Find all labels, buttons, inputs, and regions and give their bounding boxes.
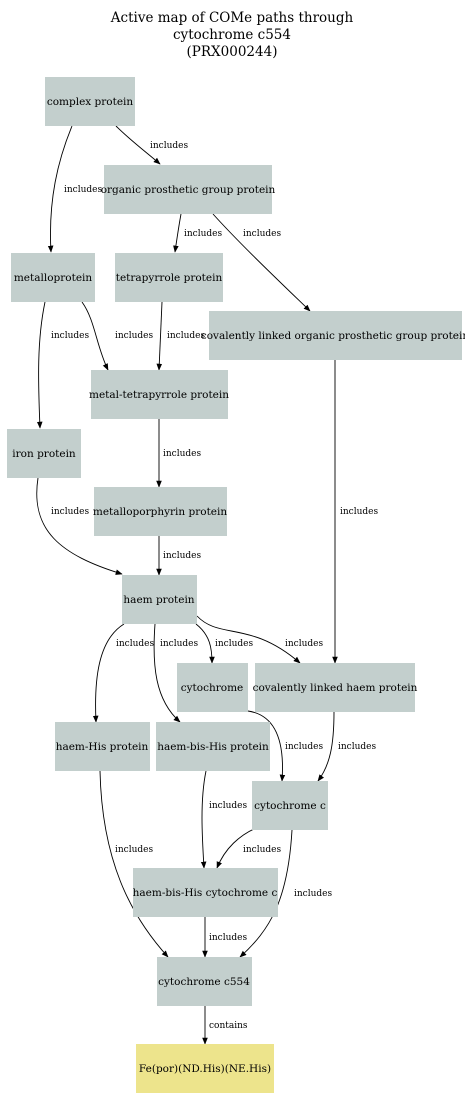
node-cytochrome[interactable]: cytochrome xyxy=(177,663,248,712)
edge-label-organic-to-covalent-ogp: includes xyxy=(243,229,281,239)
edge-haem-to-haembishis xyxy=(153,623,181,723)
edge-label-complex-to-metallo: includes xyxy=(64,185,102,195)
node-metalloporphyrin-protein[interactable]: metalloporphyrin protein xyxy=(93,487,227,536)
node-label: haem protein xyxy=(123,594,194,606)
node-label: haem-His protein xyxy=(56,741,149,753)
node-covalently-linked-haem-protein[interactable]: covalently linked haem protein xyxy=(253,663,418,712)
title-line-3: (PRX000244) xyxy=(187,44,278,60)
node-label: iron protein xyxy=(12,448,76,460)
node-label: cytochrome c xyxy=(254,800,326,812)
edge-haem-to-covalent-haem xyxy=(196,615,301,664)
title-line-2: cytochrome c554 xyxy=(173,27,291,43)
edge-organic-to-covalent-ogp xyxy=(212,213,311,312)
edge-metallo-to-metaltetra xyxy=(81,301,109,371)
node-iron-protein[interactable]: iron protein xyxy=(7,429,81,478)
edges: includes includes includes includes incl… xyxy=(36,125,378,1045)
node-tetrapyrrole-protein[interactable]: tetrapyrrole protein xyxy=(115,253,223,302)
node-label: complex protein xyxy=(47,96,134,108)
node-metal-tetrapyrrole-protein[interactable]: metal-tetrapyrrole protein xyxy=(89,370,229,419)
edge-label-metallo-to-iron: includes xyxy=(51,331,89,341)
node-label: tetrapyrrole protein xyxy=(116,272,223,284)
node-haem-his-protein[interactable]: haem-His protein xyxy=(55,722,150,771)
edge-label-metaltetra-to-porphyrin: includes xyxy=(163,449,201,459)
edge-label-tetrapyrrole-to-metaltetra: includes xyxy=(167,331,205,341)
nodes: complex protein organic prosthetic group… xyxy=(7,77,465,1093)
edge-tetrapyrrole-to-metaltetra xyxy=(156,301,163,371)
node-metalloprotein[interactable]: metalloprotein xyxy=(11,253,95,302)
edge-haem-to-haemhis xyxy=(92,623,125,723)
edge-label-cytochrome-to-cytc: includes xyxy=(285,742,323,752)
node-haem-protein[interactable]: haem protein xyxy=(122,575,197,624)
title-line-1: Active map of COMe paths through xyxy=(110,10,354,26)
edge-label-cytc-to-c554: includes xyxy=(294,889,332,899)
edge-label-c554-to-fepor: contains xyxy=(209,1021,248,1031)
node-fe-por-nd-his-ne-his[interactable]: Fe(por)(ND.His)(NE.His) xyxy=(136,1044,274,1093)
node-label: Fe(por)(ND.His)(NE.His) xyxy=(139,1063,271,1075)
edge-haem-to-cytochrome xyxy=(195,623,215,664)
edge-label-bishiscytc-to-c554: includes xyxy=(209,933,247,943)
edge-label-covalent-haem-to-cytc: includes xyxy=(338,742,376,752)
edge-label-iron-to-haem: includes xyxy=(51,507,89,517)
edge-label-haembishis-to-bishiscytc: includes xyxy=(209,801,247,811)
edge-label-haem-to-haemhis: includes xyxy=(116,639,154,649)
node-label: covalently linked haem protein xyxy=(253,682,418,694)
node-haem-bis-his-cytochrome-c[interactable]: haem-bis-His cytochrome c xyxy=(133,868,278,917)
node-label: covalently linked organic prosthetic gro… xyxy=(201,330,465,342)
node-haem-bis-his-protein[interactable]: haem-bis-His protein xyxy=(156,722,270,771)
node-cytochrome-c[interactable]: cytochrome c xyxy=(252,781,328,830)
node-label: metalloporphyrin protein xyxy=(93,506,227,518)
edge-label-porphyrin-to-haem: includes xyxy=(163,551,201,561)
edge-label-cytc-to-bishiscytc: includes xyxy=(243,845,281,855)
node-label: organic prosthetic group protein xyxy=(101,184,276,196)
node-cytochrome-c554[interactable]: cytochrome c554 xyxy=(157,957,252,1006)
node-complex-protein[interactable]: complex protein xyxy=(45,77,135,126)
edge-haemhis-to-c554 xyxy=(99,770,169,958)
node-label: metalloprotein xyxy=(14,272,93,284)
edge-label-haemhis-to-c554: includes xyxy=(115,845,153,855)
node-covalently-linked-organic-prosthetic-group-protein[interactable]: covalently linked organic prosthetic gro… xyxy=(201,311,465,360)
diagram-title: Active map of COMe paths through cytochr… xyxy=(110,10,354,60)
node-label: metal-tetrapyrrole protein xyxy=(89,389,229,401)
edge-label-covalent-ogp-to-covalent-haem: includes xyxy=(340,507,378,517)
edge-label-metallo-to-metaltetra: includes xyxy=(115,331,153,341)
edge-label-haem-to-cytochrome: includes xyxy=(215,639,253,649)
edge-label-complex-to-organic: includes xyxy=(150,141,188,151)
node-label: cytochrome c554 xyxy=(158,976,250,988)
edge-cytochrome-to-cytc xyxy=(247,710,286,782)
node-organic-prosthetic-group-protein[interactable]: organic prosthetic group protein xyxy=(101,165,276,214)
edge-complex-to-metallo xyxy=(47,125,73,253)
edge-iron-to-haem xyxy=(36,477,123,575)
edge-haembishis-to-bishiscytc xyxy=(200,770,207,869)
edge-covalent-haem-to-cytc xyxy=(317,711,335,782)
edge-organic-to-tetrapyrrole xyxy=(173,213,182,253)
edge-label-haem-to-haembishis: includes xyxy=(160,639,198,649)
node-label: haem-bis-His cytochrome c xyxy=(133,887,278,899)
edge-metallo-to-iron xyxy=(36,301,46,429)
edge-label-organic-to-tetrapyrrole: includes xyxy=(184,229,222,239)
edge-complex-to-organic xyxy=(115,125,161,165)
node-label: haem-bis-His protein xyxy=(157,741,269,753)
node-label: cytochrome xyxy=(181,682,244,694)
edge-label-haem-to-covalent-haem: includes xyxy=(285,639,323,649)
